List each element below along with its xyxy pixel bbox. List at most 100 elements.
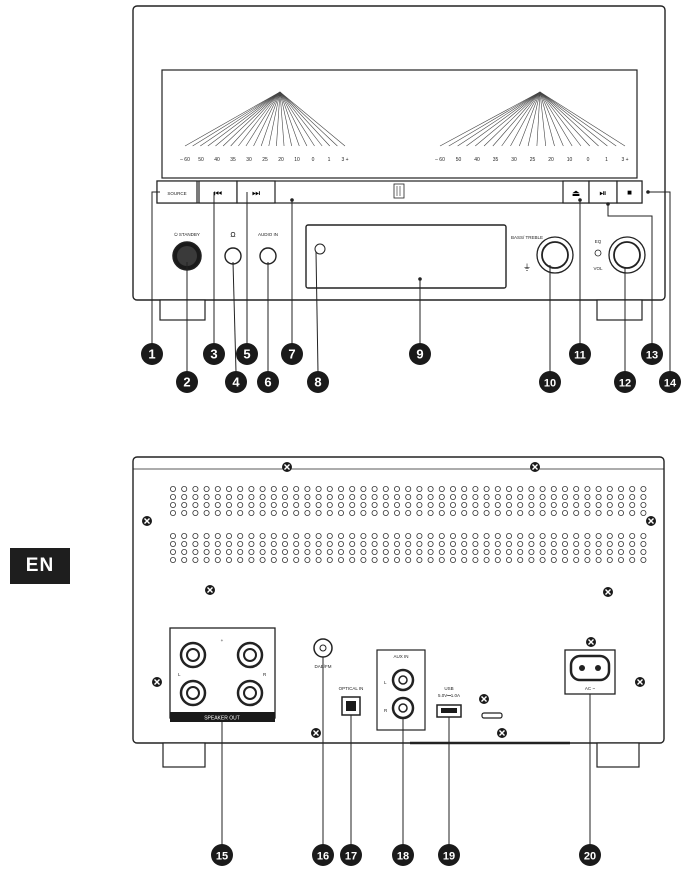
ac-inlet[interactable] — [569, 654, 611, 682]
vent-hole — [449, 557, 456, 564]
usb-port-tongue — [441, 708, 457, 713]
vent-hole — [281, 549, 288, 556]
vent-hole — [427, 549, 434, 556]
speaker-terminal-left-bottom[interactable] — [179, 679, 207, 707]
aux-in-l-jack[interactable] — [391, 668, 415, 692]
speaker-terminal-right-top[interactable] — [236, 641, 264, 669]
vent-hole — [214, 533, 221, 540]
vent-hole — [573, 533, 580, 540]
vent-hole — [606, 549, 613, 556]
vent-hole — [371, 549, 378, 556]
speaker-terminal-right-bottom[interactable] — [236, 679, 264, 707]
vent-hole — [618, 549, 625, 556]
vent-hole — [304, 557, 311, 564]
stop-icon: ■ — [627, 188, 632, 197]
vent-hole — [270, 501, 277, 508]
callout-13: 13 — [641, 343, 663, 365]
svg-text:13: 13 — [646, 350, 658, 362]
meter-needle-tick — [184, 91, 281, 147]
vent-hole — [192, 549, 199, 556]
disc-slot — [393, 183, 405, 199]
vent-hole — [416, 493, 423, 500]
callout-19: 19 — [438, 844, 460, 866]
vent-hole — [528, 485, 535, 492]
meter-needle-tick — [539, 91, 582, 147]
vent-hole — [483, 541, 490, 548]
vent-hole — [505, 501, 512, 508]
vent-hole — [573, 557, 580, 564]
svg-text:1: 1 — [148, 347, 155, 362]
vent-hole — [349, 501, 356, 508]
vent-hole — [371, 493, 378, 500]
meter-needle-tick — [207, 91, 281, 147]
vent-hole — [595, 509, 602, 516]
vent-hole — [517, 493, 524, 500]
meter-needle-tick — [279, 91, 346, 147]
meter-scale-label: 10 — [567, 157, 573, 163]
vent-hole — [382, 509, 389, 516]
meter-needle-tick — [439, 91, 541, 147]
callout-15: 15 — [211, 844, 233, 866]
vent-hole — [562, 509, 569, 516]
meter-needle-tick — [253, 91, 281, 147]
stop-button[interactable] — [616, 180, 643, 204]
vent-hole — [337, 557, 344, 564]
vent-hole — [618, 533, 625, 540]
meter-needle-tick — [539, 91, 599, 147]
audio-in-jack[interactable] — [259, 247, 277, 265]
vent-hole — [192, 557, 199, 564]
vent-hole — [505, 557, 512, 564]
vent-hole — [270, 493, 277, 500]
speaker-r-label: R — [263, 672, 267, 677]
vent-hole — [606, 533, 613, 540]
vent-hole — [405, 509, 412, 516]
vent-hole — [528, 509, 535, 516]
ac-pin-left — [579, 665, 585, 671]
vent-hole — [618, 501, 625, 508]
optical-in-label: OPTICAL IN — [339, 686, 364, 691]
vent-hole — [472, 501, 479, 508]
vent-hole — [618, 493, 625, 500]
vent-hole — [494, 557, 501, 564]
vent-hole — [237, 493, 244, 500]
vent-hole — [472, 509, 479, 516]
bass-treble-knob[interactable] — [541, 241, 569, 269]
vent-hole — [483, 549, 490, 556]
vent-hole — [517, 541, 524, 548]
vent-hole — [461, 549, 468, 556]
meter-needle-tick — [539, 91, 573, 147]
vent-hole — [237, 509, 244, 516]
volume-knob[interactable] — [613, 241, 641, 269]
vent-hole — [337, 485, 344, 492]
headphone-jack[interactable] — [224, 247, 242, 265]
vent-hole — [169, 541, 176, 548]
meter-needle-tick — [527, 91, 541, 147]
callout-7: 7 — [281, 343, 303, 365]
meter-scale-label: 3 + — [341, 157, 348, 163]
vent-hole — [427, 485, 434, 492]
vent-hole — [461, 493, 468, 500]
vent-hole — [214, 485, 221, 492]
vent-hole — [237, 549, 244, 556]
meter-needle-tick — [279, 91, 308, 147]
vent-grille — [169, 485, 647, 564]
vent-hole — [259, 533, 266, 540]
svg-text:4: 4 — [232, 375, 240, 390]
aux-in-r-jack[interactable] — [391, 696, 415, 720]
meter-needle-tick — [279, 91, 338, 147]
vent-hole — [326, 493, 333, 500]
vent-hole — [517, 501, 524, 508]
vent-hole — [550, 501, 557, 508]
front-leader-dots — [290, 190, 650, 281]
play-pause-icon: ⏯ — [599, 188, 606, 198]
vent-hole — [550, 509, 557, 516]
callout-18: 18 — [392, 844, 414, 866]
eq-button[interactable] — [594, 249, 602, 257]
vent-hole — [259, 501, 266, 508]
speaker-terminal-left-top[interactable] — [179, 641, 207, 669]
meter-needle-tick — [536, 91, 541, 147]
meter-needle-tick — [200, 91, 281, 147]
vent-hole — [281, 485, 288, 492]
aux-r-label: R — [384, 708, 388, 713]
